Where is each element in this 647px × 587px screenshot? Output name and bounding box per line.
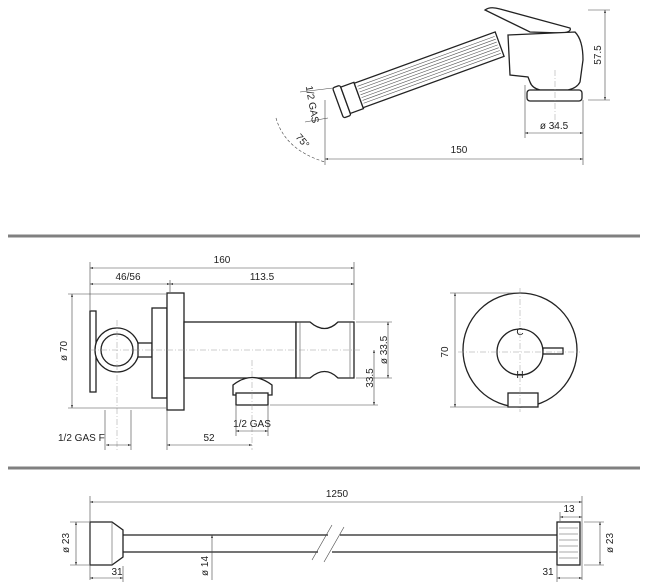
valve-holder-diameter-label: ø 33.5 <box>379 335 390 364</box>
right-nut-length-label: 31 <box>542 567 554 578</box>
hot-mark: H <box>516 370 523 381</box>
hose-length-label: 1250 <box>326 489 349 500</box>
right-nut-diameter-label: ø 23 <box>605 533 616 553</box>
handshower-head-diameter-label: ø 34.5 <box>540 121 569 132</box>
valve-outlet-distance-label: 52 <box>203 433 215 444</box>
valve-front-drawing: C H 70 <box>440 288 580 412</box>
handshower-length-label: 150 <box>451 145 468 156</box>
handshower-height-label: 57.5 <box>593 45 604 65</box>
valve-inlet-thread-label: 1/2 GAS F <box>58 433 105 444</box>
valve-total-length-label: 160 <box>214 255 231 266</box>
handshower-head <box>507 31 584 91</box>
front-outlet <box>507 392 539 408</box>
hose-drawing: 1250 13 ø 23 ø 14 ø 23 31 31 <box>61 489 616 582</box>
left-nut-diameter-label: ø 23 <box>61 533 72 553</box>
break-mark <box>311 524 333 561</box>
handshower-spray-face <box>526 89 583 102</box>
front-lever <box>542 347 564 355</box>
valve-flange-diameter-label: ø 70 <box>59 341 70 361</box>
hose-nut-width-label: 13 <box>563 504 575 515</box>
wall-flange <box>166 292 185 411</box>
handshower-thread-label: 1/2 GAS <box>303 85 320 124</box>
break-mark <box>323 526 345 563</box>
valve-handle-depth-label: 46/56 <box>115 272 140 283</box>
cover-plate <box>151 307 168 399</box>
valve-body-length-label: 113.5 <box>250 272 275 283</box>
left-nut-length-label: 31 <box>111 567 123 578</box>
front-diameter-label: 70 <box>440 346 451 358</box>
handshower-grip <box>332 31 505 119</box>
valve-side-drawing: 160 46/56 113.5 ø 70 ø 33.5 33.5 1/2 GAS… <box>58 255 392 450</box>
left-hose-nut <box>89 521 124 566</box>
valve-outlet-thread-label: 1/2 GAS <box>233 419 271 430</box>
outlet-elbow <box>232 376 273 396</box>
handshower-lever <box>483 7 571 34</box>
handshower-angle-label: 75° <box>293 132 311 151</box>
valve-outlet-offset-label: 33.5 <box>365 368 376 388</box>
right-hose-nut <box>556 521 581 566</box>
hose-diameter-label: ø 14 <box>200 556 211 576</box>
handshower-drawing: 150 ø 34.5 57.5 1/2 GAS 75° <box>275 7 610 165</box>
